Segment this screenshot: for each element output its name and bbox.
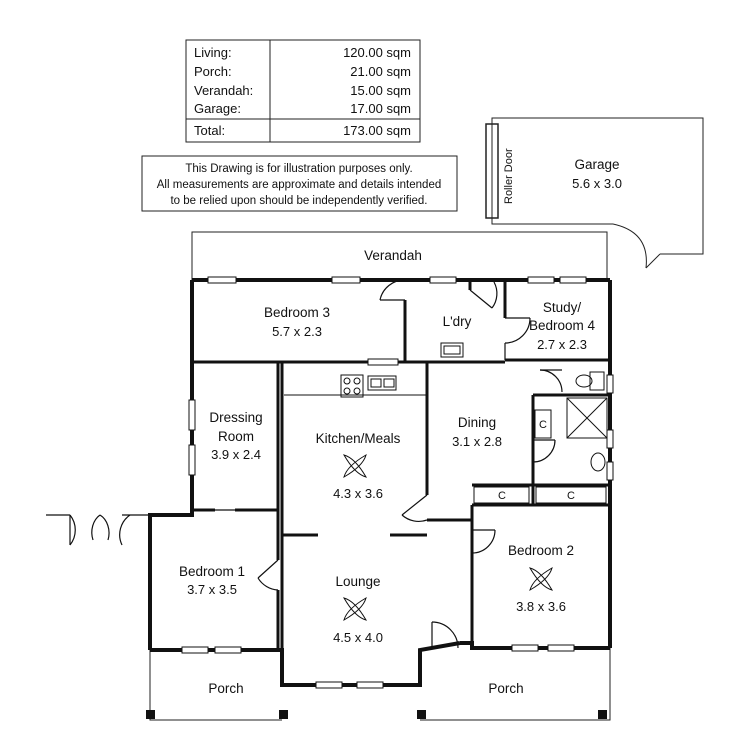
window [315,681,343,689]
porch-post [146,710,155,719]
window [606,429,614,449]
area-label-garage: Garage: [194,101,241,116]
area-schedule-table: Living: 120.00 sqm Porch: 21.00 sqm Vera… [185,39,421,143]
dressing-name-1: Dressing [209,410,262,425]
porch-left: Porch [149,645,282,721]
area-label-verandah: Verandah: [194,83,253,98]
shower-icon [566,397,608,439]
cupboard-label: C [567,490,575,502]
area-value-garage: 17.00 sqm [350,101,411,116]
bedroom2-dims: 3.8 x 3.6 [516,599,566,614]
ceiling-fan-icon [342,596,368,622]
ceiling-fan-icon [528,566,554,592]
area-value-porch: 21.00 sqm [350,64,411,79]
disclaimer-line-2: All measurements are approximate and det… [157,179,441,191]
area-value-total: 173.00 sqm [343,123,411,138]
area-label-living: Living: [194,45,232,60]
dining-dims: 3.1 x 2.8 [452,434,502,449]
cupboard-label: C [539,419,547,431]
kitchen-dims: 4.3 x 3.6 [333,486,383,501]
area-label-total: Total: [194,123,225,138]
porch-post [417,710,426,719]
bedroom1-dims: 3.7 x 3.5 [187,582,237,597]
roller-door-label: Roller Door [503,148,515,204]
window [367,358,399,366]
doors [46,279,563,649]
window [606,374,614,394]
garage-dims: 5.6 x 3.0 [572,176,622,191]
bedroom3-dims: 5.7 x 2.3 [272,324,322,339]
fixtures [284,342,608,504]
ceiling-fan-icon [342,453,368,479]
disclaimer-line-3: to be relied upon should be independentl… [170,195,427,207]
dining-name: Dining [458,415,496,430]
garage: Roller Door Garage 5.6 x 3.0 [485,117,704,269]
window [547,644,575,652]
interior-walls [192,280,610,685]
window [188,444,196,476]
window [606,461,614,481]
cooktop-icon [340,374,364,398]
lounge-dims: 4.5 x 4.0 [333,630,383,645]
laundry-name: L'dry [443,314,472,329]
laundry-tub-icon [440,342,464,358]
study-dims: 2.7 x 2.3 [537,337,587,352]
porch-left-label: Porch [208,681,243,696]
window [214,646,242,654]
window [559,276,587,284]
area-value-verandah: 15.00 sqm [350,83,411,98]
window [331,276,361,284]
cupboard-label: C [498,490,506,502]
porch-right: Porch [420,648,611,721]
window [207,276,237,284]
window [356,681,384,689]
window [181,646,209,654]
porch-post [598,710,607,719]
dressing-name-2: Room [218,429,254,444]
study-name-2: Bedroom 4 [529,318,596,333]
toilet-icon [589,371,605,391]
kitchen-name: Kitchen/Meals [316,431,401,446]
garage-name: Garage [574,157,619,172]
verandah-label: Verandah [364,248,422,263]
bedroom2-name: Bedroom 2 [508,543,574,558]
porch-post [279,710,288,719]
basin-icon [590,452,606,472]
disclaimer-box: This Drawing is for illustration purpose… [141,155,458,212]
window [188,399,196,431]
windows [181,276,614,689]
window [429,276,457,284]
porch-right-label: Porch [488,681,523,696]
dressing-dims: 3.9 x 2.4 [211,447,261,462]
sink-icon [367,375,397,391]
disclaimer-line-1: This Drawing is for illustration purpose… [185,163,412,175]
area-value-living: 120.00 sqm [343,45,411,60]
area-label-porch: Porch: [194,64,232,79]
study-name-1: Study/ [543,300,582,315]
lounge-name: Lounge [335,574,380,589]
bedroom3-name: Bedroom 3 [264,305,330,320]
window [511,644,539,652]
verandah: Verandah [191,231,608,280]
bedroom1-name: Bedroom 1 [179,564,245,579]
window [527,276,555,284]
